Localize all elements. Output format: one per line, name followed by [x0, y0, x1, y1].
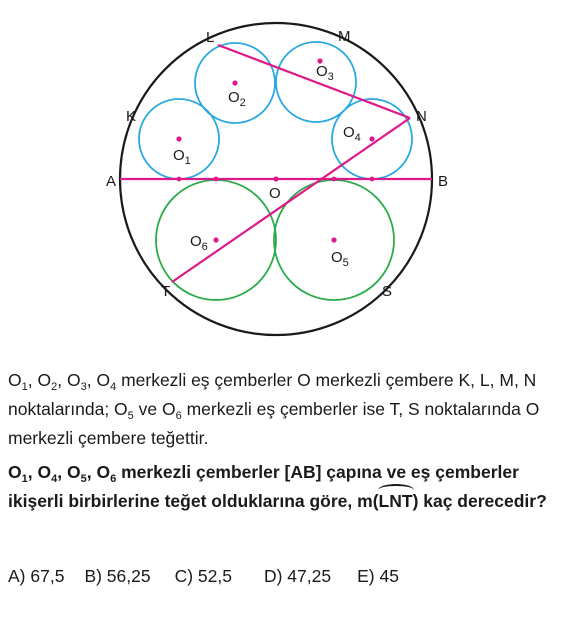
label-n: N — [416, 108, 427, 125]
center-dot-o2 — [232, 80, 238, 86]
chord-ln — [217, 43, 411, 120]
arc-notation: LNT — [377, 484, 414, 516]
option-a[interactable]: A) 67,5 — [8, 566, 65, 586]
tangent-dot-1 — [213, 176, 219, 182]
center-dot-o3 — [317, 58, 323, 64]
answer-options: A) 67,5 B) 56,25 C) 52,5 D) 47,25 E) 45 — [8, 566, 399, 587]
label-o1: O1 — [173, 147, 191, 167]
center-dot-o5 — [331, 237, 337, 243]
label-o6: O6 — [190, 233, 208, 253]
question-text: O1, O2, O3, O4 merkezli eş çemberler O m… — [8, 366, 560, 516]
option-c[interactable]: C) 52,5 — [174, 566, 232, 586]
option-b[interactable]: B) 56,25 — [84, 566, 151, 586]
option-d[interactable]: D) 47,25 — [263, 566, 332, 586]
label-m: M — [338, 28, 351, 45]
arc-symbol — [377, 484, 414, 496]
label-t: T — [161, 283, 170, 300]
center-dot-o — [273, 176, 279, 182]
label-l: L — [206, 29, 214, 46]
tangent-dot-2 — [331, 176, 337, 182]
label-o4: O4 — [343, 124, 361, 144]
center-dot-o6 — [213, 237, 219, 243]
label-o2: O2 — [228, 89, 246, 109]
option-e[interactable]: E) 45 — [357, 566, 399, 586]
tangent-dot-4 — [176, 176, 182, 182]
label-o5: O5 — [331, 249, 349, 269]
center-dot-o1 — [176, 136, 182, 142]
label-k: K — [126, 108, 136, 125]
chord-nt — [171, 117, 411, 283]
label-b: B — [438, 173, 448, 190]
label-s: S — [382, 283, 392, 300]
label-o: O — [269, 185, 281, 202]
center-dot-o4 — [369, 136, 375, 142]
circle-o3 — [275, 41, 357, 123]
label-a: A — [106, 173, 116, 190]
label-o3: O3 — [316, 63, 334, 83]
question-prompt: O1, O4, O5, O6 merkezli çemberler [AB] ç… — [8, 458, 560, 516]
geometry-figure: L M K N A B O T S O1 O2 O3 O4 O5 O6 — [106, 21, 448, 337]
circle-o2 — [194, 42, 276, 124]
tangent-dot-3 — [369, 176, 375, 182]
problem-statement: O1, O2, O3, O4 merkezli eş çemberler O m… — [8, 370, 540, 448]
